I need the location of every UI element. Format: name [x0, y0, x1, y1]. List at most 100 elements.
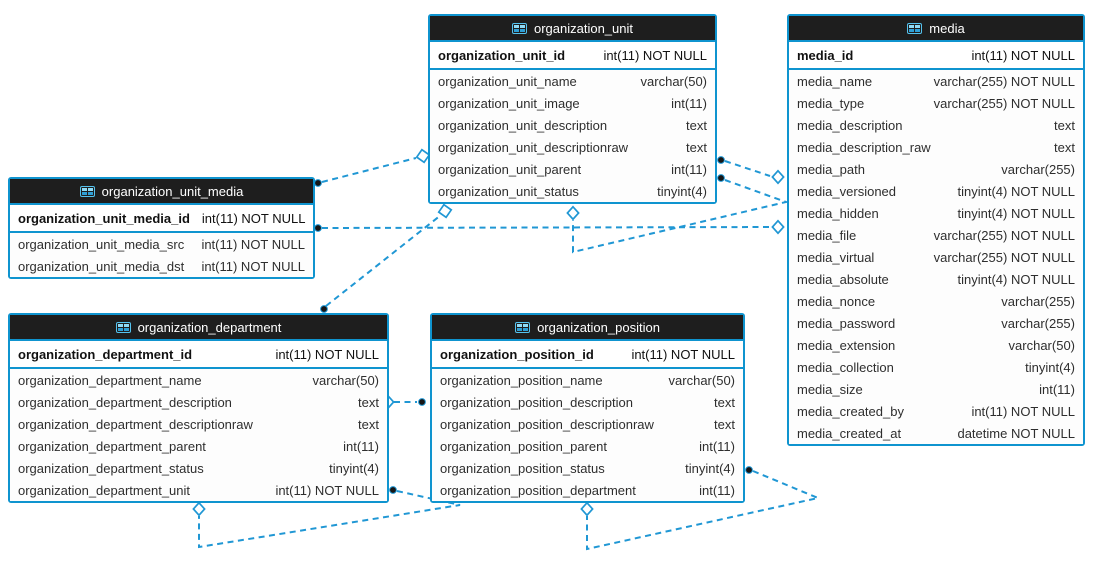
- field-name: media_path: [797, 161, 865, 177]
- field-type: varchar(50): [668, 372, 735, 388]
- field-name: media_nonce: [797, 293, 876, 309]
- pk-field-type: int(11) NOT NULL: [971, 47, 1075, 63]
- pk-field-name: organization_unit_id: [438, 47, 566, 63]
- field-name: media_extension: [797, 337, 896, 353]
- table-header-organization_unit_media[interactable]: organization_unit_media: [10, 179, 313, 205]
- field-type: text: [714, 394, 735, 410]
- field-row[interactable]: media_name varchar(255) NOT NULL: [789, 70, 1083, 92]
- field-type: tinyint(4): [1025, 359, 1075, 375]
- relation-organization_department-to-organization_unit[interactable]: [325, 214, 442, 307]
- field-name: media_name: [797, 73, 873, 89]
- field-type: int(11): [1039, 381, 1075, 397]
- relation-endpoint-dot: [717, 174, 725, 182]
- table-title: media: [929, 20, 965, 36]
- field-name: organization_department_descriptionraw: [18, 416, 253, 432]
- field-row[interactable]: organization_position_name varchar(50): [432, 369, 743, 391]
- relation-endpoint-dot: [389, 486, 397, 494]
- relation-endpoint-dot: [745, 466, 753, 474]
- field-row[interactable]: organization_position_department int(11): [432, 479, 743, 501]
- field-type: varchar(255): [1001, 293, 1075, 309]
- relation-organization_unit-to-media[interactable]: [724, 160, 771, 177]
- field-type: text: [714, 416, 735, 432]
- table-header-organization_department[interactable]: organization_department: [10, 315, 387, 341]
- field-name: organization_position_descriptionraw: [440, 416, 654, 432]
- field-name: organization_department_description: [18, 394, 232, 410]
- field-type: int(11): [699, 438, 735, 454]
- relation-endpoint-diamond: [192, 501, 206, 517]
- field-type: varchar(255): [1001, 315, 1075, 331]
- field-type: varchar(255) NOT NULL: [933, 227, 1075, 243]
- field-type: int(11): [671, 161, 707, 177]
- field-row[interactable]: media_nonce varchar(255): [789, 290, 1083, 312]
- pk-field-type: int(11) NOT NULL: [631, 346, 735, 362]
- table-header-organization_unit[interactable]: organization_unit: [430, 16, 715, 42]
- field-name: organization_department_parent: [18, 438, 206, 454]
- relation-organization_unit_media-to-organization_unit[interactable]: [321, 157, 417, 183]
- relation-organization_position-self-reference[interactable]: [586, 470, 822, 551]
- relation-organization_department-self-reference[interactable]: [198, 490, 461, 549]
- field-name: organization_department_unit: [18, 482, 191, 498]
- relation-endpoint-square: [415, 148, 431, 164]
- table-header-media[interactable]: media: [789, 16, 1083, 42]
- relation-organization_unit-self-reference[interactable]: [572, 179, 790, 254]
- field-row[interactable]: organization_position_descriptionraw text: [432, 413, 743, 435]
- field-type: int(11) NOT NULL: [201, 258, 305, 274]
- field-name: organization_position_department: [440, 482, 636, 498]
- table-header-organization_position[interactable]: organization_position: [432, 315, 743, 341]
- field-type: varchar(255) NOT NULL: [933, 249, 1075, 265]
- field-type: int(11): [699, 482, 735, 498]
- field-type: varchar(255) NOT NULL: [933, 73, 1075, 89]
- field-name: organization_position_name: [440, 372, 603, 388]
- table-icon: [115, 321, 131, 333]
- field-type: tinyint(4) NOT NULL: [957, 205, 1075, 221]
- field-type: text: [1054, 139, 1075, 155]
- relation-organization_unit_media-to-media[interactable]: [321, 226, 771, 229]
- field-name: organization_unit_descriptionraw: [438, 139, 629, 155]
- field-name: media_type: [797, 95, 865, 111]
- field-name: organization_department_status: [18, 460, 204, 476]
